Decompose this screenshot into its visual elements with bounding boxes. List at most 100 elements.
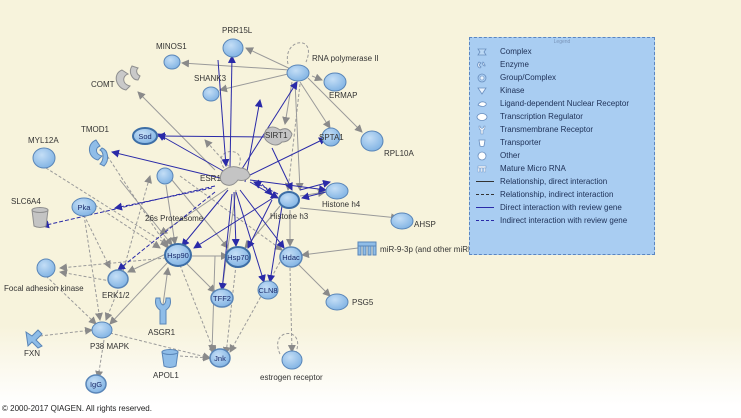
edge xyxy=(45,167,169,246)
edge xyxy=(204,139,233,171)
node-label: PRR15L xyxy=(222,26,253,35)
kinase-icon xyxy=(476,85,498,96)
micro-rna-icon[interactable] xyxy=(357,241,377,256)
node-erk1-2[interactable] xyxy=(107,269,129,289)
node-myl12a[interactable] xyxy=(32,147,56,169)
node-jnk[interactable] xyxy=(209,348,231,368)
node-p38-mapk[interactable] xyxy=(91,321,113,339)
edge xyxy=(297,263,331,297)
inner-labels: Sod Pka Hsp90 Hsp70 Hdac CLN8 TFF2 Jnk I… xyxy=(78,132,300,389)
legend-label: Relationship, direct interaction xyxy=(500,177,608,186)
node-label: CLN8 xyxy=(258,286,277,295)
edge xyxy=(244,99,263,183)
transporter-icon xyxy=(476,137,498,148)
legend-item-other: Other xyxy=(476,150,520,161)
node-label: RNA polymerase II xyxy=(312,54,379,63)
edge xyxy=(311,73,323,82)
apol1-icon[interactable] xyxy=(161,349,179,368)
edge xyxy=(59,269,117,283)
node-label: COMT xyxy=(91,80,115,89)
group-complex-icon xyxy=(476,72,498,83)
edge xyxy=(229,261,281,353)
legend-label: Transporter xyxy=(500,138,542,147)
slc6a4-icon[interactable] xyxy=(31,207,49,228)
node-sod[interactable] xyxy=(132,127,158,145)
node-focal-adhesion-kinase[interactable] xyxy=(36,258,56,278)
node-psg5[interactable] xyxy=(325,293,349,311)
node-estrogen-receptor[interactable] xyxy=(281,350,303,370)
legend-item-direct-review: Direct interaction with review gene xyxy=(476,202,622,213)
node-label: estrogen receptor xyxy=(260,373,323,382)
node-label: MYL12A xyxy=(28,136,59,145)
node-label: AHSP xyxy=(414,220,436,229)
edges-blue xyxy=(41,55,331,291)
legend-item-enzyme: Enzyme xyxy=(476,59,529,70)
node-spta1[interactable] xyxy=(321,127,341,147)
esr1-icon[interactable] xyxy=(219,166,251,186)
tmod1-icon[interactable] xyxy=(89,139,109,167)
edge xyxy=(111,149,221,179)
node-ermap[interactable] xyxy=(323,72,347,92)
node-label: PSG5 xyxy=(352,298,374,307)
legend-label: Transmembrane Receptor xyxy=(500,125,594,134)
edge xyxy=(307,77,363,133)
edge xyxy=(181,59,291,71)
asgr1-icon[interactable] xyxy=(155,297,171,325)
edge xyxy=(219,73,289,93)
node-label: ESR1 xyxy=(200,174,221,183)
edge xyxy=(179,175,283,251)
node-histone-h4[interactable] xyxy=(325,182,349,200)
edge xyxy=(287,267,296,353)
other-icon xyxy=(476,150,498,161)
legend-item-transporter: Transporter xyxy=(476,137,541,148)
node-label: P38 MAPK xyxy=(90,342,130,351)
legend-label: Group/Complex xyxy=(500,73,557,82)
node-shank3[interactable] xyxy=(202,86,220,102)
node-label: ASGR1 xyxy=(148,328,176,337)
node-rna-polymerase-ii[interactable] xyxy=(286,64,310,82)
node-hsp70[interactable] xyxy=(225,246,251,268)
node-rpl10a[interactable] xyxy=(360,130,384,152)
node-26s-proteasome[interactable] xyxy=(156,167,174,185)
node-label: RPL10A xyxy=(384,149,414,158)
edge xyxy=(193,195,277,249)
node-labels: PRR15L MINOS1 RNA polymerase II COMT SHA… xyxy=(4,26,555,382)
node-cln8[interactable] xyxy=(257,280,279,300)
legend-item-transmembrane: Transmembrane Receptor xyxy=(476,124,593,135)
node-label: Focal adhesion kinase xyxy=(4,284,84,293)
legend-label: Mature Micro RNA xyxy=(500,164,566,173)
edge xyxy=(245,47,298,73)
edge xyxy=(284,83,301,191)
fxn-icon[interactable] xyxy=(25,329,43,349)
legend-label: Direct interaction with review gene xyxy=(500,203,622,212)
node-label: Histone h4 xyxy=(322,200,361,209)
node-ahsp[interactable] xyxy=(390,212,414,230)
comt-icon[interactable] xyxy=(115,65,141,91)
node-minos1[interactable] xyxy=(163,54,181,70)
legend-label: Kinase xyxy=(500,86,525,95)
node-hdac[interactable] xyxy=(279,246,303,268)
legend-label: Ligand-dependent Nuclear Receptor xyxy=(500,99,629,108)
edge xyxy=(231,191,240,247)
node-prr15l[interactable] xyxy=(222,38,244,58)
edge xyxy=(137,91,216,171)
edge xyxy=(219,189,237,291)
node-histone-h3[interactable] xyxy=(278,191,300,209)
edge xyxy=(159,187,229,235)
node-igg[interactable] xyxy=(85,374,107,394)
node-tff2[interactable] xyxy=(210,288,234,308)
edge xyxy=(83,214,103,321)
edge xyxy=(299,207,399,222)
sirt1-icon[interactable] xyxy=(263,126,293,146)
edge xyxy=(94,204,161,249)
edge xyxy=(179,264,217,355)
node-label: SHANK3 xyxy=(194,74,227,83)
node-label: FXN xyxy=(24,349,40,358)
edge xyxy=(104,289,119,321)
edge xyxy=(218,193,233,291)
node-label: ERK1/2 xyxy=(102,291,130,300)
node-pka[interactable] xyxy=(71,197,97,217)
node-hsp90[interactable] xyxy=(164,243,192,267)
edge xyxy=(109,261,169,325)
edge xyxy=(267,205,283,283)
